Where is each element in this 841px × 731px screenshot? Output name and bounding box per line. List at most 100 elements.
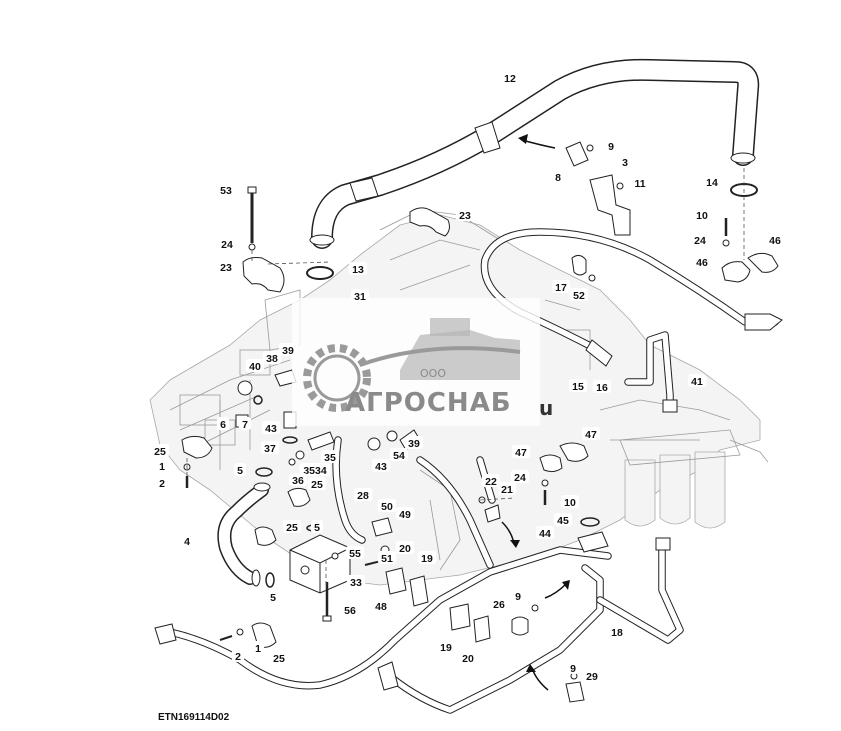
callout-background: [500, 71, 520, 84]
callout-23: 23: [216, 260, 236, 274]
callout-53: 53: [216, 183, 236, 197]
direction-arrows: [501, 134, 570, 691]
callout-52: 52: [569, 288, 589, 302]
callout-background: [436, 640, 456, 653]
callout-10: 10: [560, 495, 580, 509]
callout-number: 47: [585, 429, 597, 441]
callout-number: 12: [504, 73, 516, 85]
callout-9: 9: [566, 661, 580, 675]
callout-5: 5: [310, 520, 324, 534]
callout-background: [592, 380, 612, 393]
callout-background: [231, 649, 245, 662]
callout-12: 12: [500, 71, 520, 85]
callout-background: [510, 470, 530, 483]
callout-number: 20: [462, 653, 474, 665]
callout-41: 41: [687, 374, 707, 388]
small-parts: [181, 141, 779, 703]
callout-11: 11: [630, 176, 650, 190]
callout-number: 7: [242, 419, 248, 431]
callout-background: [371, 599, 391, 612]
callout-number: 35: [324, 452, 336, 464]
callout-background: [216, 260, 236, 273]
watermark-prefix: ООО: [420, 367, 446, 380]
callout-background: [395, 541, 415, 554]
callout-38: 38: [262, 351, 282, 365]
callout-number: 6: [220, 419, 226, 431]
callout-number: 23: [220, 262, 232, 274]
callout-number: 18: [611, 627, 623, 639]
callout-number: 25: [311, 479, 323, 491]
callout-number: 38: [266, 353, 278, 365]
callout-number: 13: [352, 264, 364, 276]
callout-number: 26: [493, 599, 505, 611]
callout-55: 55: [345, 546, 365, 560]
callout-background: [566, 661, 580, 674]
callout-background: [233, 463, 247, 476]
callout-number: 3: [622, 157, 628, 169]
callout-background: [535, 526, 555, 539]
callout-number: 31: [354, 291, 366, 303]
callout-24: 24: [510, 470, 530, 484]
callout-background: [155, 459, 169, 472]
callout-number: 53: [220, 185, 232, 197]
callout-background: [551, 170, 565, 183]
callout-20: 20: [395, 541, 415, 555]
callout-background: [560, 495, 580, 508]
callout-background: [692, 255, 712, 268]
callout-number: 56: [344, 605, 356, 617]
callout-29: 29: [582, 669, 602, 683]
callout-number: 11: [634, 178, 645, 190]
callout-35: 35: [320, 450, 340, 464]
callout-14: 14: [702, 175, 722, 189]
callout-background: [180, 534, 194, 547]
watermark-suffix: u: [539, 396, 554, 420]
callout-background: [618, 155, 632, 168]
callout-background: [551, 280, 571, 293]
callout-number: 9: [570, 663, 576, 675]
watermark: ООО АГРОСНАБ u: [292, 298, 554, 426]
callout-number: 43: [265, 423, 277, 435]
callout-number: 39: [282, 345, 294, 357]
callout-15: 15: [568, 379, 588, 393]
hose-12: [309, 58, 760, 249]
callout-47: 47: [581, 427, 601, 441]
callout-background: [345, 546, 365, 559]
callout-number: 17: [555, 282, 567, 294]
callout-number: 48: [375, 601, 387, 613]
callout-number: 44: [539, 528, 551, 540]
callout-number: 52: [573, 290, 585, 302]
callout-number: 21: [501, 484, 513, 496]
callout-33: 33: [346, 575, 366, 589]
callout-number: 24: [694, 235, 706, 247]
callout-background: [692, 208, 712, 221]
callout-background: [765, 233, 785, 246]
callout-background: [511, 445, 531, 458]
callout-number: 19: [440, 642, 452, 654]
callout-background: [690, 233, 710, 246]
callout-background: [458, 651, 478, 664]
callout-background: [582, 669, 602, 682]
callout-number: 9: [515, 591, 521, 603]
callout-number: 20: [399, 543, 411, 555]
assembly-lines: [186, 168, 745, 585]
callout-20: 20: [458, 651, 478, 665]
callout-1: 1: [251, 641, 265, 655]
callout-48: 48: [371, 599, 391, 613]
callout-51: 51: [377, 551, 397, 565]
hose-48: [154, 456, 684, 714]
callout-6: 6: [216, 417, 230, 431]
callout-19: 19: [417, 551, 437, 565]
callout-background: [245, 359, 265, 372]
callout-number: 1: [255, 643, 261, 655]
callout-background: [150, 444, 170, 457]
callout-24: 24: [690, 233, 710, 247]
callout-background: [217, 237, 237, 250]
callout-39: 39: [404, 436, 424, 450]
callout-31: 31: [350, 289, 370, 303]
callout-28: 28: [353, 488, 373, 502]
callout-background: [288, 473, 308, 486]
callout-background: [262, 351, 282, 364]
callout-2: 2: [155, 476, 169, 490]
callout-25: 25: [150, 444, 170, 458]
